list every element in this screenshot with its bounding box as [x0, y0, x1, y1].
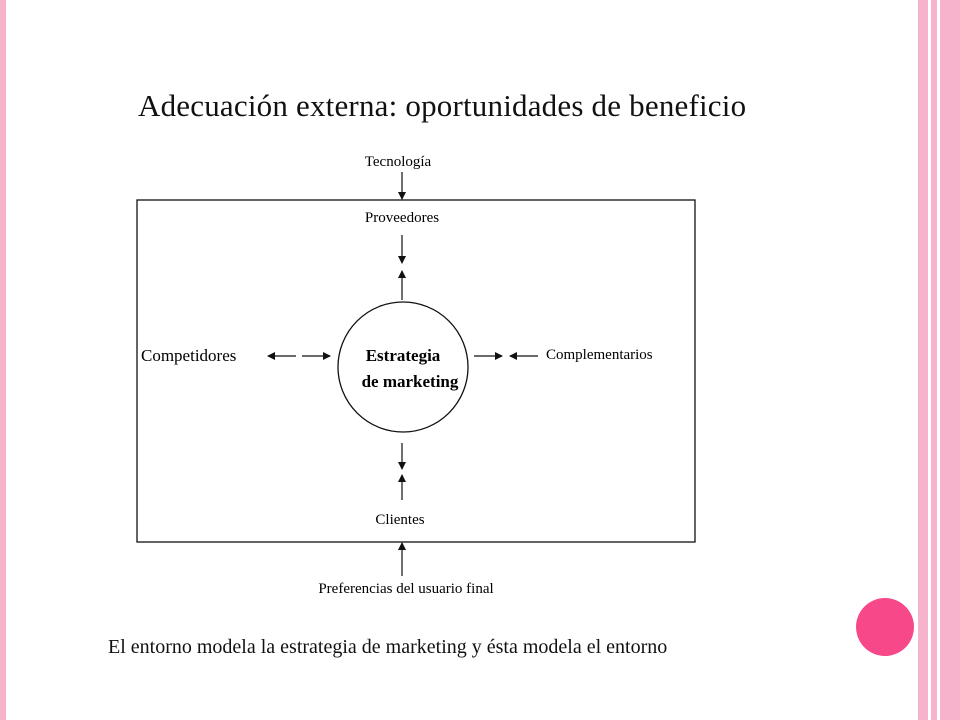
frame-stripe	[937, 0, 940, 720]
slide-title: Adecuación externa: oportunidades de ben…	[138, 88, 747, 123]
center-label-line2: de marketing	[362, 372, 459, 391]
label-preferencias: Preferencias del usuario final	[318, 581, 493, 597]
frame-stripe	[931, 0, 937, 720]
label-competidores: Competidores	[141, 346, 236, 365]
label-proveedores: Proveedores	[365, 210, 439, 226]
label-clientes: Clientes	[375, 512, 424, 528]
strategy-circle	[337, 301, 469, 433]
frame-stripe	[928, 0, 931, 720]
label-complementarios: Complementarios	[546, 347, 653, 363]
left-frame-border	[0, 0, 6, 720]
frame-stripe	[940, 0, 960, 720]
label-tecnologia: Tecnología	[365, 154, 432, 170]
accent-dot	[856, 598, 914, 656]
right-frame-stripes	[918, 0, 960, 720]
center-label-line1: Estrategia	[366, 346, 441, 365]
slide-caption: El entorno modela la estrategia de marke…	[108, 636, 668, 658]
environment-box	[136, 199, 696, 543]
frame-stripe	[918, 0, 928, 720]
